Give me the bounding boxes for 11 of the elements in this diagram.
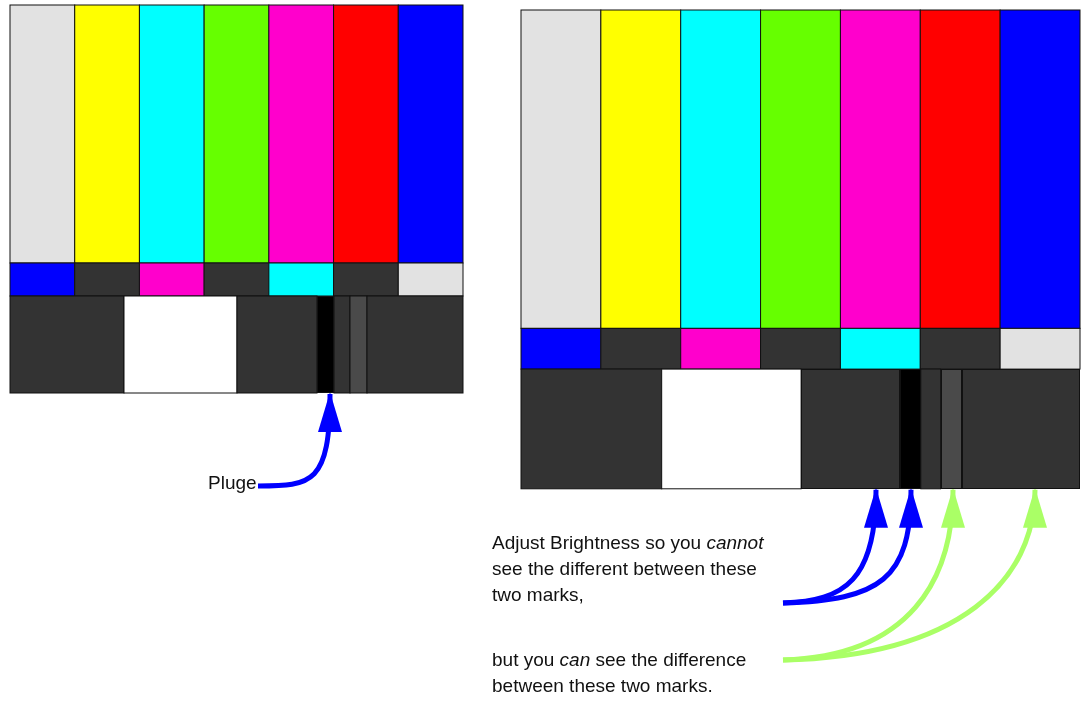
leader-arrow xyxy=(258,392,342,489)
pluge-bar xyxy=(899,369,921,489)
pluge-bar xyxy=(940,369,962,489)
note-text: but you can see the difference between these two marks. xyxy=(492,647,782,699)
note-text: Adjust Brightness so you cannot see the different between these two marks, xyxy=(492,530,782,608)
leader-arrow xyxy=(782,487,1045,663)
pluge-bar xyxy=(317,296,334,393)
note-text: Pluge xyxy=(208,470,257,496)
pluge-bar xyxy=(801,369,900,489)
leader-arrow xyxy=(782,487,922,606)
pluge-bar xyxy=(961,369,1080,489)
